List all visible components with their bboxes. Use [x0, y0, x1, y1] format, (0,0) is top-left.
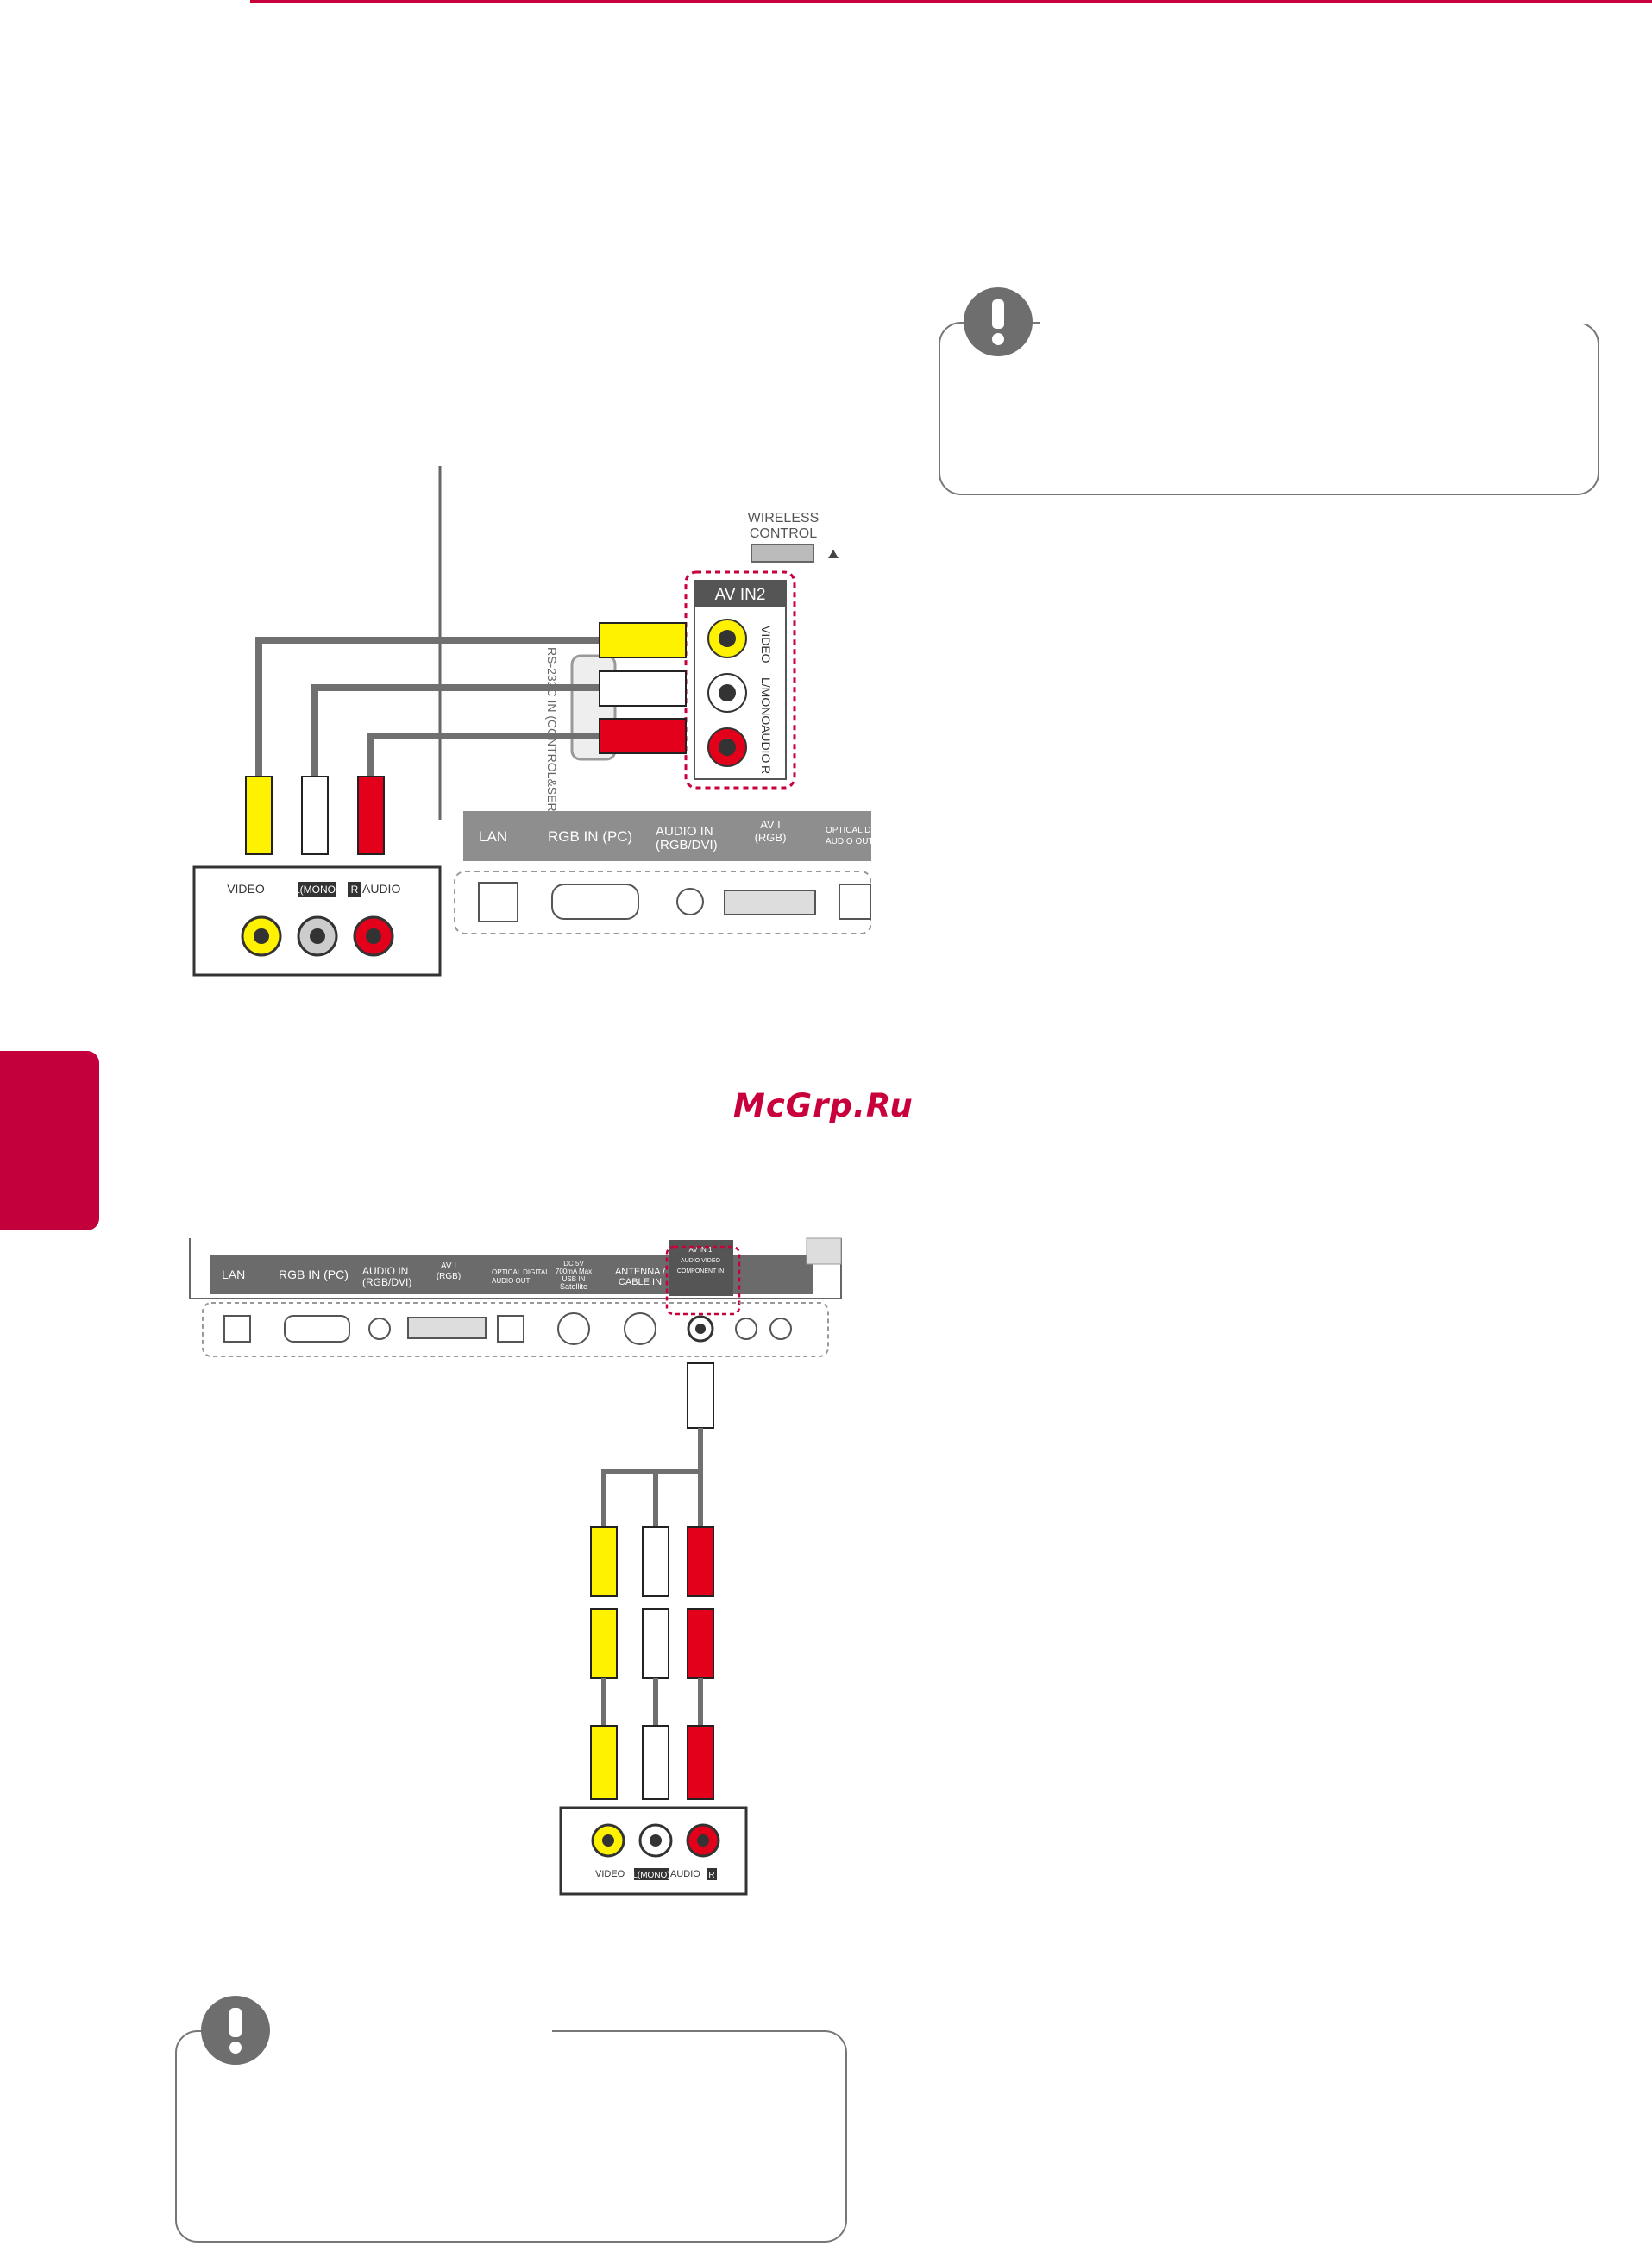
p2-optical-2: AUDIO OUT: [492, 1277, 531, 1285]
av-in2-mono-label: L/MONO: [759, 677, 773, 725]
port-label-audio-in-2: (RGB/DVI): [656, 838, 718, 852]
p2-av1-2: (RGB): [437, 1272, 461, 1281]
tv-port-dashed-box: [454, 871, 871, 934]
device-audio-label: AUDIO: [362, 882, 400, 896]
port-label-av1-2: (RGB): [755, 831, 787, 844]
p2-optical: OPTICAL DIGITAL: [492, 1268, 550, 1276]
port-label-rgb: RGB IN (PC): [548, 828, 632, 845]
av-in1-plug: [687, 1362, 714, 1429]
wireless-label-1: WIRELESS: [748, 511, 820, 525]
p2-av-in1-sub: AUDIO VIDEO: [681, 1258, 720, 1264]
note-title-line-top: [1310, 322, 1599, 324]
device-r-label: R: [351, 884, 359, 896]
device-plug-red: [357, 776, 385, 855]
tv-plug-yellow: [599, 622, 687, 658]
audio-in-port: [676, 888, 704, 915]
p2-audio-in: AUDIO IN: [362, 1265, 408, 1277]
note-header-gap-bottom: [259, 2028, 552, 2033]
tv-plug-white: [599, 670, 687, 707]
port-label-av1: AV I: [760, 818, 781, 831]
port-label-lan: LAN: [479, 828, 507, 845]
diagram-av-in1-connection: LAN RGB IN (PC) AUDIO IN (RGB/DVI) AV I …: [189, 1237, 842, 1896]
tv-plug-red: [599, 718, 687, 754]
p2-dc5v: DC 5V: [563, 1260, 584, 1268]
av-in2-r-mark: R: [759, 765, 773, 774]
port-label-audio-in: AUDIO IN: [656, 824, 713, 839]
device2-audio-label: AUDIO: [670, 1869, 700, 1879]
header-rule: [250, 0, 1652, 3]
note-box-bottom: [175, 2030, 847, 2243]
note-box-top: [939, 322, 1599, 495]
diagram-av-in2-connection: WIRELESS CONTROL AV IN2 VIDEO L/MONO AUD…: [192, 466, 871, 977]
tv-port-dashed-box-2: [202, 1302, 829, 1357]
exclamation-icon: [201, 1996, 270, 2065]
av-in2-label: AV IN2: [715, 586, 766, 604]
device-video-label: VIDEO: [227, 882, 265, 896]
p2-av-in1: AV IN 1: [689, 1246, 713, 1254]
note-header-gap-top: [1040, 319, 1310, 324]
lan-port: [478, 882, 518, 922]
port-label-optical: OPTICAL DIGITAL: [826, 826, 871, 835]
device-lmono-label: L(MONO): [294, 884, 339, 896]
p2-av1: AV I: [441, 1261, 456, 1271]
device2-lmono-label: L(MONO): [632, 1871, 669, 1880]
port-label-optical-2: AUDIO OUT: [826, 837, 871, 846]
p2-700ma: 700mA Max: [556, 1268, 592, 1275]
exclamation-icon: [964, 287, 1033, 356]
av-in1-dashed-box: [665, 1245, 741, 1316]
tv-port-label-strip: [463, 811, 871, 861]
chapter-tab: [0, 1051, 99, 1230]
wireless-label-2: CONTROL: [750, 526, 817, 541]
av1-port: [724, 890, 816, 915]
watermark: McGrp.Ru: [733, 1087, 914, 1124]
p2-cable-in: CABLE IN: [619, 1277, 662, 1287]
av-in2-audio-label: AUDIO: [759, 725, 773, 763]
p2-component: COMPONENT IN: [677, 1268, 724, 1274]
wireless-port: [751, 544, 814, 563]
device2-video-label: VIDEO: [595, 1869, 625, 1879]
arrow-up-icon: [828, 550, 839, 558]
device2-r-label: R: [708, 1871, 714, 1880]
p2-lan: LAN: [222, 1268, 245, 1281]
device-plug-white: [301, 776, 329, 855]
p2-satellite: Satellite: [560, 1282, 587, 1291]
p2-usb: USB IN: [562, 1275, 586, 1283]
p2-antenna: ANTENNA /: [615, 1267, 666, 1277]
p2-rgb: RGB IN (PC): [279, 1268, 349, 1281]
p2-audio-in-2: (RGB/DVI): [362, 1276, 411, 1288]
rs232-label: RS-232C IN (CONTROL&SERVICE): [545, 647, 559, 844]
rgb-port: [551, 884, 639, 920]
device-plug-yellow: [245, 776, 273, 855]
optical-port: [839, 884, 871, 920]
av-in2-video-label: VIDEO: [759, 626, 773, 664]
